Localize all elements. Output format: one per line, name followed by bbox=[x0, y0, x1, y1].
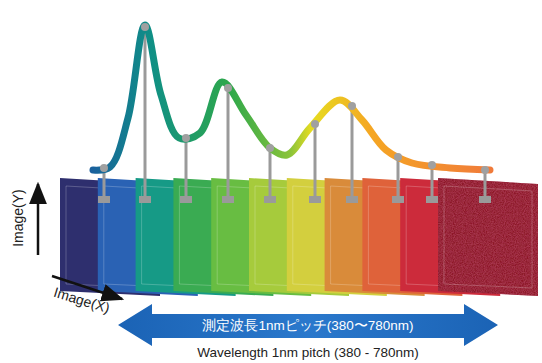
sample-dot bbox=[481, 166, 489, 174]
drop-line bbox=[185, 138, 188, 199]
spectrum-curve bbox=[93, 25, 490, 170]
sample-dot bbox=[394, 153, 402, 161]
drop-lines bbox=[98, 27, 491, 203]
plane-marker bbox=[180, 196, 192, 203]
sample-dot bbox=[182, 134, 190, 142]
plane-marker bbox=[98, 196, 110, 203]
plane-marker bbox=[139, 196, 151, 203]
sample-dot bbox=[224, 84, 232, 92]
drop-line bbox=[484, 170, 487, 199]
drop-line bbox=[314, 124, 317, 199]
drop-line bbox=[144, 27, 147, 199]
plane-marker bbox=[426, 196, 438, 203]
sample-dot bbox=[311, 120, 319, 128]
sample-dot bbox=[141, 23, 149, 31]
plane-marker bbox=[346, 196, 358, 203]
axis-y-label: Image(Y) bbox=[10, 189, 26, 247]
sample-dots bbox=[100, 23, 489, 174]
drop-line bbox=[269, 148, 272, 199]
arrow-subcaption: Wavelength 1nm pitch (380 - 780nm) bbox=[118, 345, 498, 361]
sample-dot bbox=[348, 102, 356, 110]
sample-dot bbox=[428, 161, 436, 169]
image-planes bbox=[60, 178, 538, 296]
arrow-caption: 測定波長1nmピッチ(380〜780nm) bbox=[118, 304, 498, 348]
image-plane bbox=[438, 178, 538, 296]
plane-marker bbox=[479, 196, 491, 203]
axis-y-arrow bbox=[37, 184, 40, 255]
plane-marker bbox=[264, 196, 276, 203]
plane-marker bbox=[309, 196, 321, 203]
drop-line bbox=[351, 106, 354, 199]
wavelength-arrow: 測定波長1nmピッチ(380〜780nm)Wavelength 1nm pitc… bbox=[118, 304, 498, 361]
drop-line bbox=[431, 165, 434, 199]
drop-line bbox=[397, 157, 400, 199]
drop-line bbox=[227, 88, 230, 199]
sample-dot bbox=[266, 144, 274, 152]
plane-inner-frame bbox=[444, 186, 532, 288]
plane-marker bbox=[392, 196, 404, 203]
sample-dot bbox=[100, 164, 108, 172]
plane-marker bbox=[222, 196, 234, 203]
